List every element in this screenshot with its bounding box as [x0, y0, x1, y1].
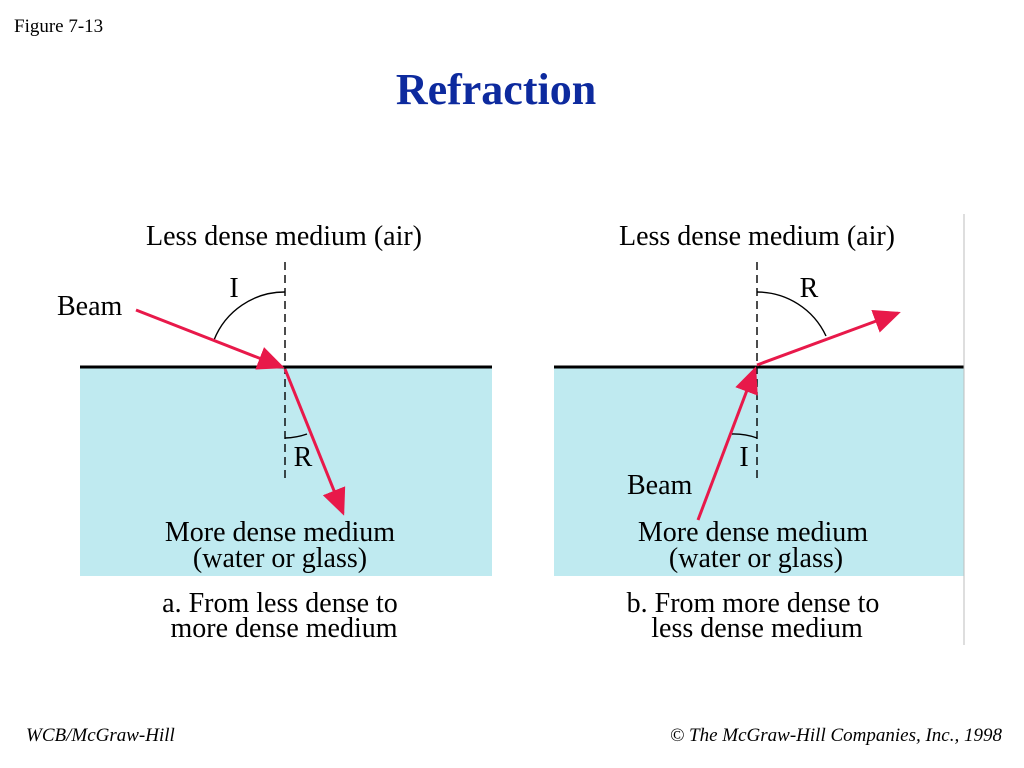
panel-a-caption-line2: more dense medium	[170, 613, 397, 644]
panel-b-refraction-label: R	[800, 273, 819, 304]
panel-b-medium-line1: More dense medium	[638, 517, 868, 548]
figure-label: Figure 7-13	[14, 16, 104, 37]
panel-b-dense-medium	[554, 367, 964, 576]
panel-b-incident-beam	[696, 366, 758, 521]
panel-a-medium-line1: More dense medium	[165, 517, 395, 548]
panel-a-refracted-beam	[283, 368, 346, 516]
panel-b-beam-label: Beam	[627, 470, 693, 501]
panel-a-medium-line2: (water or glass)	[193, 543, 367, 574]
panel-a-caption-line1: a. From less dense to	[162, 588, 398, 619]
panel-b-caption-line1: b. From more dense to	[627, 588, 880, 619]
panel-b: Less dense medium (air) R I Beam More de…	[554, 214, 965, 645]
copyright-text: The McGraw-Hill Companies, Inc., 1998	[689, 725, 1002, 746]
panel-a-refraction-arc	[284, 433, 308, 439]
panel-b-medium-line2: (water or glass)	[669, 543, 843, 574]
copyright-symbol: ©	[669, 725, 685, 746]
panel-a-refraction-label: R	[294, 442, 313, 473]
panel-a-incidence-label: I	[229, 273, 238, 304]
footer-publisher: WCB/McGraw-Hill	[26, 725, 175, 746]
panel-b-caption-line2: less dense medium	[651, 613, 863, 644]
panel-b-refracted-beam	[756, 310, 901, 367]
panel-b-incidence-label: I	[739, 442, 748, 473]
panel-a-incidence-arc	[213, 291, 286, 341]
page-title: Refraction	[395, 65, 597, 114]
panel-b-refraction-arc	[756, 291, 827, 337]
panel-a: Less dense medium (air) Beam I R More de…	[57, 221, 492, 644]
panel-a-beam-label: Beam	[57, 291, 123, 322]
panel-a-dense-medium	[80, 367, 492, 576]
panel-b-top-label: Less dense medium (air)	[619, 221, 895, 252]
panel-a-incident-beam	[135, 308, 285, 370]
panel-a-top-label: Less dense medium (air)	[146, 221, 422, 252]
footer-copyright: © The McGraw-Hill Companies, Inc., 1998	[670, 725, 1002, 747]
